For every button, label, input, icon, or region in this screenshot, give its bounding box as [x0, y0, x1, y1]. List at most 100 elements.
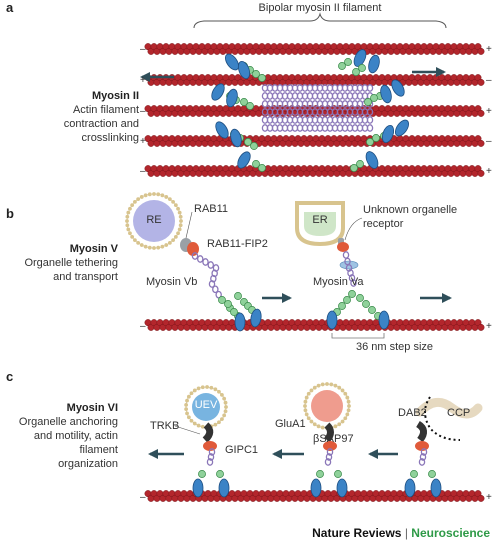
myosin-ii-head-right-6 — [381, 124, 395, 144]
myosin-vi-desc-1: Organelle anchoring — [19, 416, 118, 428]
panel-a-letter: a — [6, 0, 14, 15]
receptor-leader — [344, 217, 363, 241]
myosin-vi-glua1-light-chain-2 — [334, 470, 342, 478]
myosin-ii-head-right-3 — [391, 79, 405, 97]
polarity-minus-a3: – — [140, 106, 146, 117]
polarity-plus-a4: + — [140, 136, 146, 147]
myosin-va-light-chain-5 — [356, 294, 364, 302]
light-chain-right-b7 — [350, 164, 358, 172]
myosin-vi-glua1-head-1 — [310, 478, 322, 498]
glua1-receptor — [324, 422, 334, 443]
actin-filament-a5 — [144, 165, 485, 177]
myosin-va-light-chain-7 — [368, 306, 376, 314]
myosin-vi-uev-light-chain-1 — [198, 470, 206, 478]
myosin-vi-dab2-tail — [418, 448, 428, 466]
light-chain-left-7 — [252, 160, 260, 168]
myosin-vi-uev-light-chain-2 — [216, 470, 224, 478]
polarity-plus-a3: + — [486, 106, 492, 117]
myosin-vi-dab2-light-chain-1 — [410, 470, 418, 478]
actin-filament-a3 — [144, 105, 485, 117]
clathrin-coat — [424, 396, 461, 441]
myosin-ii-title: Myosin II — [92, 90, 139, 102]
myosin-ii-tail-bundle — [261, 84, 374, 132]
myosin-va-light-chain-1 — [348, 290, 356, 298]
myosin-vi-glua1-tail — [324, 448, 334, 466]
bsap97-label: βSAP97 — [313, 433, 354, 445]
polarity-plus-c: + — [486, 492, 492, 503]
light-chain-right-4 — [370, 94, 378, 102]
myosin-ii-tail — [261, 84, 374, 92]
myosin-ii-head-right-7 — [365, 151, 379, 169]
panel-c-letter: c — [6, 369, 13, 384]
rab11-fip2-label: RAB11-FIP2 — [207, 238, 268, 250]
myosin-vi-uev-head-2 — [218, 478, 230, 498]
journal-section: Neuroscience — [411, 526, 490, 540]
myosin-vi-title: Myosin VI — [67, 402, 118, 414]
myosin-ii-desc-2: contraction and — [64, 118, 139, 130]
myosin-ii-tail — [261, 124, 374, 132]
myosin-ii-tail — [261, 92, 374, 100]
actin-filament-b — [144, 319, 485, 331]
myosin-ii-head-right-4 — [380, 84, 392, 104]
polarity-minus-a5: – — [140, 166, 146, 177]
myosin-vi-dab2-head-1 — [404, 478, 416, 498]
myosin-vi-glua1-head-2 — [336, 478, 348, 498]
myosin-ii-tail — [261, 108, 374, 116]
myosin-vi-uev-head-1 — [192, 478, 204, 498]
light-chain-right-2 — [358, 64, 366, 72]
light-chain-left-b7 — [258, 164, 266, 172]
light-chain-right-6 — [372, 134, 380, 142]
myosin-vi-uev-tail — [206, 448, 216, 466]
myosin-ii-head-right-5 — [395, 119, 409, 137]
re-vesicle — [125, 192, 183, 250]
myosin-vb-light-chain-b1 — [234, 292, 242, 300]
myosin-ii-tail — [261, 116, 374, 124]
myosin-ii-tail — [261, 100, 374, 108]
myosin-vb-label: Myosin Vb — [146, 276, 197, 288]
actin-filament-c — [144, 490, 485, 502]
polarity-minus-a1: – — [140, 44, 146, 55]
actin-filament-a4 — [144, 135, 485, 147]
light-chain-left-2 — [252, 70, 260, 78]
light-chain-right-b2 — [352, 68, 360, 76]
trkb-label: TRKB — [150, 420, 179, 432]
myosin-v-desc-1: Organelle tethering — [24, 257, 118, 269]
bsap97-protein — [323, 441, 337, 451]
myosin-vi-desc-3: filament — [79, 444, 118, 456]
myosin-ii-head-left-4 — [226, 88, 238, 108]
polarity-plus-a5: + — [486, 166, 492, 177]
myosin-vi-dab2-light-chain-2 — [428, 470, 436, 478]
polarity-minus-a2: – — [486, 75, 492, 86]
myosin-ii-head-left-3 — [211, 83, 225, 101]
dab2-label: DAB2 — [398, 407, 427, 419]
myosin-vb-light-chain-5 — [230, 308, 238, 316]
glua1-vesicle — [303, 382, 351, 430]
myosin-va-light-chain-3 — [338, 302, 346, 310]
polarity-minus-c: – — [140, 492, 146, 503]
myosin-vb-tail — [191, 252, 222, 299]
actin-filament-a1 — [144, 43, 485, 55]
myosin-ii-head-left-2 — [237, 60, 251, 80]
myosin-vb-head-1 — [234, 312, 246, 332]
polarity-minus-a4: – — [486, 136, 492, 147]
filament-bracket — [193, 12, 447, 29]
myosin-va-light-chain-2 — [343, 296, 351, 304]
unknown-receptor-label-2: receptor — [363, 218, 404, 230]
actin-filament-a2 — [144, 74, 485, 86]
myosin-ii-head-right-2 — [368, 54, 380, 74]
myosin-va-light-chain-6 — [362, 300, 370, 308]
myosin-vi-desc-4: organization — [58, 458, 118, 470]
myosin-v-desc-2: and transport — [53, 271, 118, 283]
step-size-label: 36 nm step size — [356, 341, 433, 353]
myosin-vi-desc-2: and motility, actin — [34, 430, 118, 442]
credit-separator: | — [404, 526, 408, 540]
myosin-vb-head-2 — [250, 308, 262, 328]
light-chain-right-b1 — [338, 62, 346, 70]
myosin-ii-head-left-5 — [215, 121, 229, 139]
myosin-va-head-1 — [326, 310, 338, 330]
light-chain-right-b4 — [364, 98, 372, 106]
trkb-receptor — [202, 422, 214, 443]
light-chain-right-1 — [344, 58, 352, 66]
